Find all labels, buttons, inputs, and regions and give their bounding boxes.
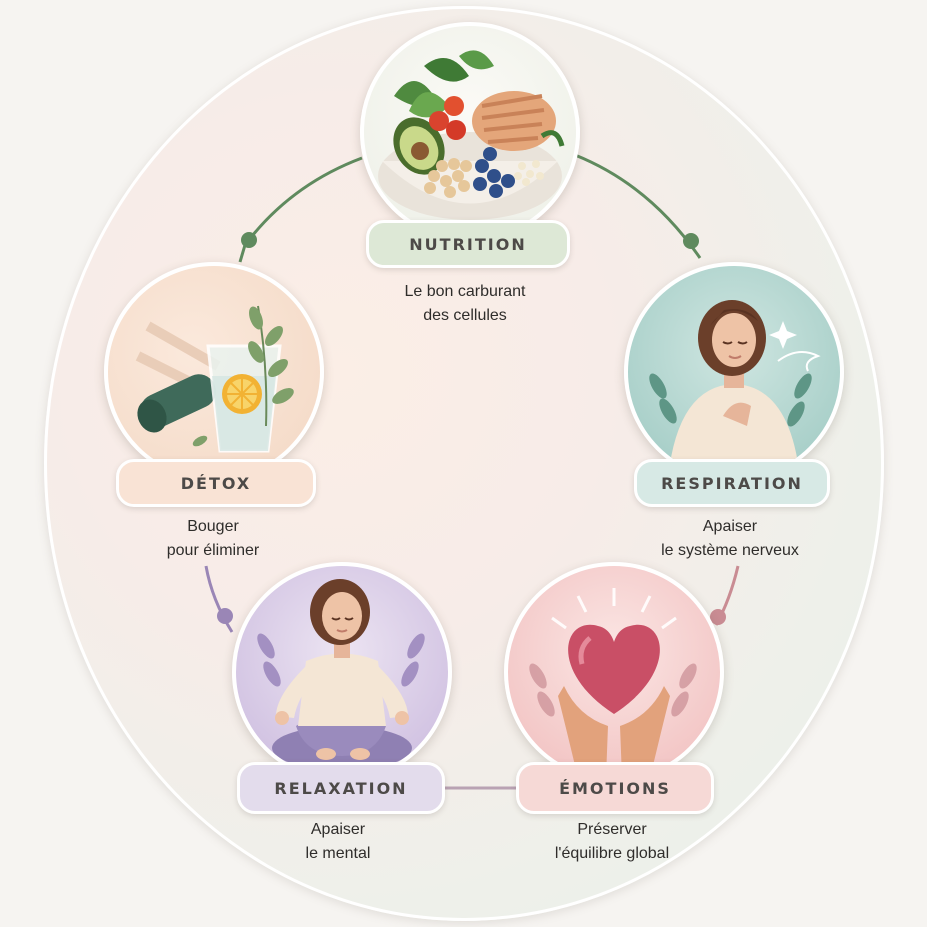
connector-detox-relaxation [204, 565, 234, 633]
emotions-description: Préserver l'équilibre global [506, 818, 718, 866]
connector-dot-detox-relaxation [217, 608, 233, 624]
breathing-woman-icon [649, 300, 821, 478]
nutrition-description: Le bon carburant des cellules [350, 280, 580, 328]
meditating-woman-icon [257, 579, 425, 770]
connector-nutrition-detox [238, 156, 363, 263]
respiration-description-line-2: le système nerveux [661, 542, 799, 559]
relaxation-description-line-1: Apaiser [310, 821, 366, 838]
respiration-illustration [624, 262, 844, 482]
heart-hands-icon [529, 588, 697, 778]
relaxation-description: Apaiser le mental [240, 818, 436, 866]
detox-title: DÉTOX [116, 459, 316, 507]
relaxation-description-line-2: le mental [305, 845, 371, 862]
connector-dot-nutrition-detox [241, 232, 257, 248]
nutrition-description-line-1: Le bon carburant [404, 283, 526, 300]
relaxation-illustration [232, 562, 452, 782]
connector-nutrition-respiration [574, 153, 702, 259]
detox-description: Bouger pour éliminer [110, 515, 316, 563]
detox-description-line-1: Bouger [187, 518, 239, 535]
emotions-illustration [504, 562, 724, 782]
respiration-description-line-1: Apaiser [702, 518, 758, 535]
lemon-water-glass-icon [135, 305, 294, 453]
nutrition-title: NUTRITION [366, 220, 570, 268]
relaxation-title: RELAXATION [237, 762, 445, 814]
nutrition-description-line-2: des cellules [423, 307, 507, 324]
detox-illustration [104, 262, 324, 482]
respiration-title: RESPIRATION [634, 459, 830, 507]
detox-description-line-2: pour éliminer [166, 542, 260, 559]
respiration-description: Apaiser le système nerveux [620, 515, 840, 563]
nutrition-bowl-icon [378, 50, 565, 220]
connector-dot-nutrition-respiration [683, 233, 699, 249]
emotions-description-line-2: l'équilibre global [554, 845, 670, 862]
connector-dot-respiration-emotions [710, 609, 726, 625]
nutrition-illustration [360, 22, 580, 242]
emotions-title: ÉMOTIONS [516, 762, 714, 814]
emotions-description-line-1: Préserver [577, 821, 647, 838]
